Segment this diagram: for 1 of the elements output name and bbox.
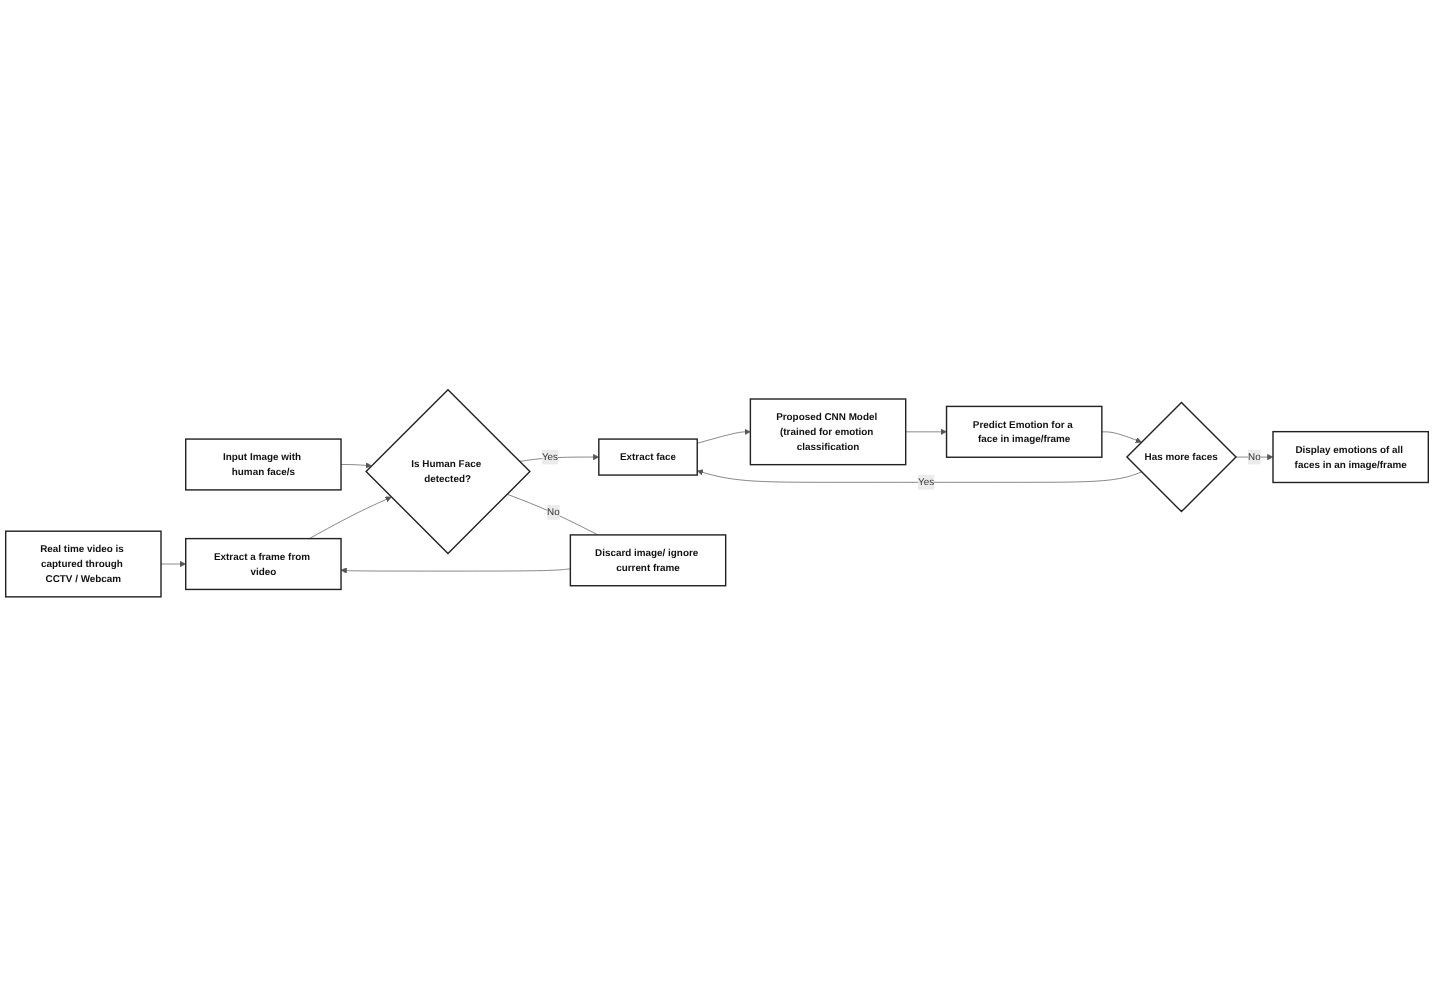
connector <box>506 494 599 536</box>
